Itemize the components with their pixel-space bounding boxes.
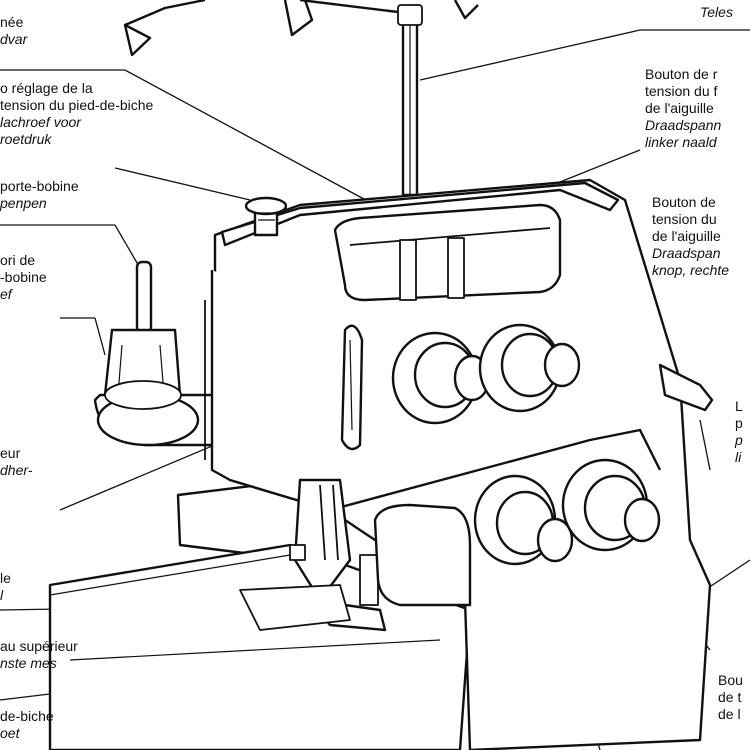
label-thread-guide: eur dher- <box>0 445 33 478</box>
label-presser-foot-pressure: o réglage de la tension du pied-de-biche… <box>0 80 154 147</box>
label-presser-foot: de-biche oet <box>0 708 54 741</box>
label-lever: L p p li <box>735 398 743 465</box>
label-spool-support: ori de -bobine ef <box>0 252 47 302</box>
label-top-left: née dvar <box>0 14 28 47</box>
upper-tension-dials <box>391 323 581 425</box>
label-right-needle-tension: Bouton de tension du de l'aiguille Draad… <box>652 194 730 278</box>
label-telescope: Teles <box>700 4 733 20</box>
side-lever <box>658 363 714 412</box>
label-spool-holder: porte-bobine penpen <box>0 178 79 211</box>
presser-foot-knob <box>244 196 288 237</box>
label-upper-knife: au supérieur nste mes <box>0 638 78 671</box>
needle-area <box>239 478 472 632</box>
spool-pin <box>93 260 227 447</box>
label-needle: le l <box>0 570 11 603</box>
label-bottom-right: Bou de t de l <box>718 672 743 722</box>
lower-tension-dials <box>473 458 661 566</box>
label-left-needle-tension: Bouton de r tension du f de l'aiguille D… <box>645 66 722 150</box>
